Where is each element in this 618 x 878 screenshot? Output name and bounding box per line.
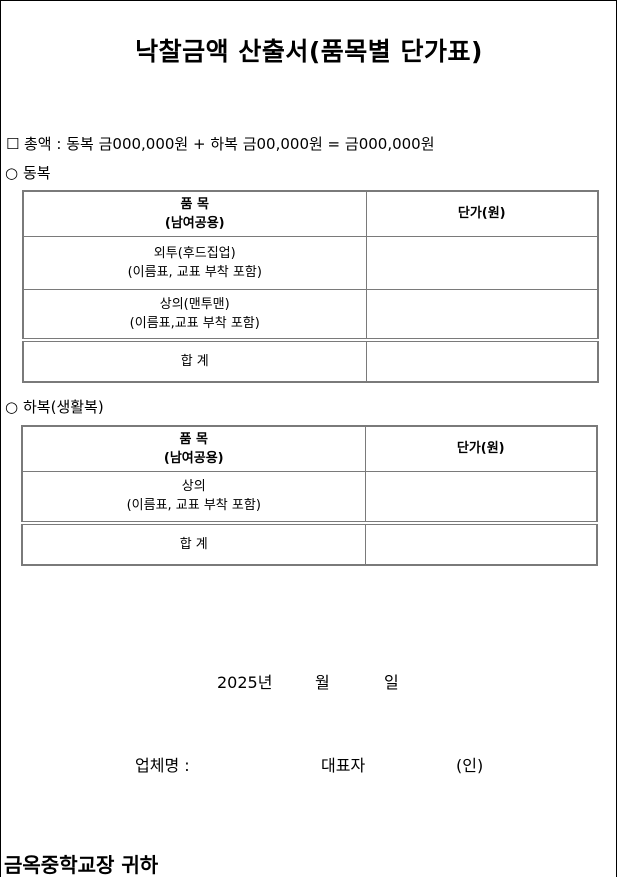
circle-bullet-icon: ○ [5,398,19,416]
total-label-cell: 합 계 [21,521,366,566]
summer-heading: ○하복(생활복) [5,396,104,417]
winter-heading: ○동복 [5,162,51,183]
company-name-label: 업체명 : [135,756,190,775]
price-header-cell: 단가(원) [364,425,598,472]
recipient-line: 금옥중학교장 귀하 [4,853,159,877]
item-name: 외투(후드집업) [153,245,236,261]
table-row: 외투(후드집업) (이름표, 교표 부착 포함) [22,235,599,290]
total-amount-line: ☐총액 : 동복 금000,000원 + 하복 금00,000원 = 금000,… [6,133,435,154]
date-month: 월 [315,673,330,692]
table-row: 상의(맨투맨) (이름표,교표 부착 포함) [22,288,599,341]
item-header-label: 품 목 [180,196,209,212]
item-name: 상의 [181,479,206,495]
table-header-row: 품 목 (남여공용) 단가(원) [21,425,598,472]
table-header-row: 품 목 (남여공용) 단가(원) [22,190,599,237]
item-note: (이름표, 교표 부착 포함) [127,264,262,280]
price-input-cell[interactable] [365,235,599,290]
representative-label: 대표자 [321,756,366,775]
total-colon: : [56,135,62,153]
total-value-cell[interactable] [365,338,599,383]
document-title: 낙찰금액 산출서(품목별 단가표) [135,37,483,66]
item-header-cell: 품 목 (남여공용) [21,425,366,472]
winter-price-table: 품 목 (남여공용) 단가(원) 외투(후드집업) (이름표, 교표 부착 포함… [22,190,599,383]
price-header-cell: 단가(원) [365,190,599,237]
price-input-cell[interactable] [365,288,599,341]
table-total-row: 합 계 [21,521,598,566]
winter-heading-text: 동복 [23,164,51,182]
item-name: 상의(맨투맨) [159,296,230,312]
date-day: 일 [384,673,399,692]
price-input-cell[interactable] [364,470,598,524]
item-note: (이름표,교표 부착 포함) [129,315,260,331]
item-header-sublabel: (남여공용) [163,450,224,466]
item-cell: 상의 (이름표, 교표 부착 포함) [21,470,366,524]
total-label: 총액 [24,135,52,153]
table-row: 상의 (이름표, 교표 부착 포함) [21,470,598,524]
total-value-cell[interactable] [364,521,598,566]
summer-price-table: 품 목 (남여공용) 단가(원) 상의 (이름표, 교표 부착 포함) 합 계 [21,425,598,566]
checkbox-icon: ☐ [6,135,20,153]
circle-bullet-icon: ○ [5,164,19,182]
item-header-sublabel: (남여공용) [164,215,225,231]
table-total-row: 합 계 [22,338,599,383]
total-amount-text: 동복 금000,000원 + 하복 금00,000원 = 금000,000원 [66,135,435,153]
item-cell: 외투(후드집업) (이름표, 교표 부착 포함) [22,235,367,290]
total-label-cell: 합 계 [22,338,367,383]
item-header-cell: 품 목 (남여공용) [22,190,367,237]
summer-heading-text: 하복(생활복) [23,398,104,416]
seal-mark: (인) [456,756,484,775]
item-header-label: 품 목 [179,431,208,447]
date-year: 2025년 [217,673,273,692]
item-cell: 상의(맨투맨) (이름표,교표 부착 포함) [22,288,367,341]
item-note: (이름표, 교표 부착 포함) [126,498,261,514]
